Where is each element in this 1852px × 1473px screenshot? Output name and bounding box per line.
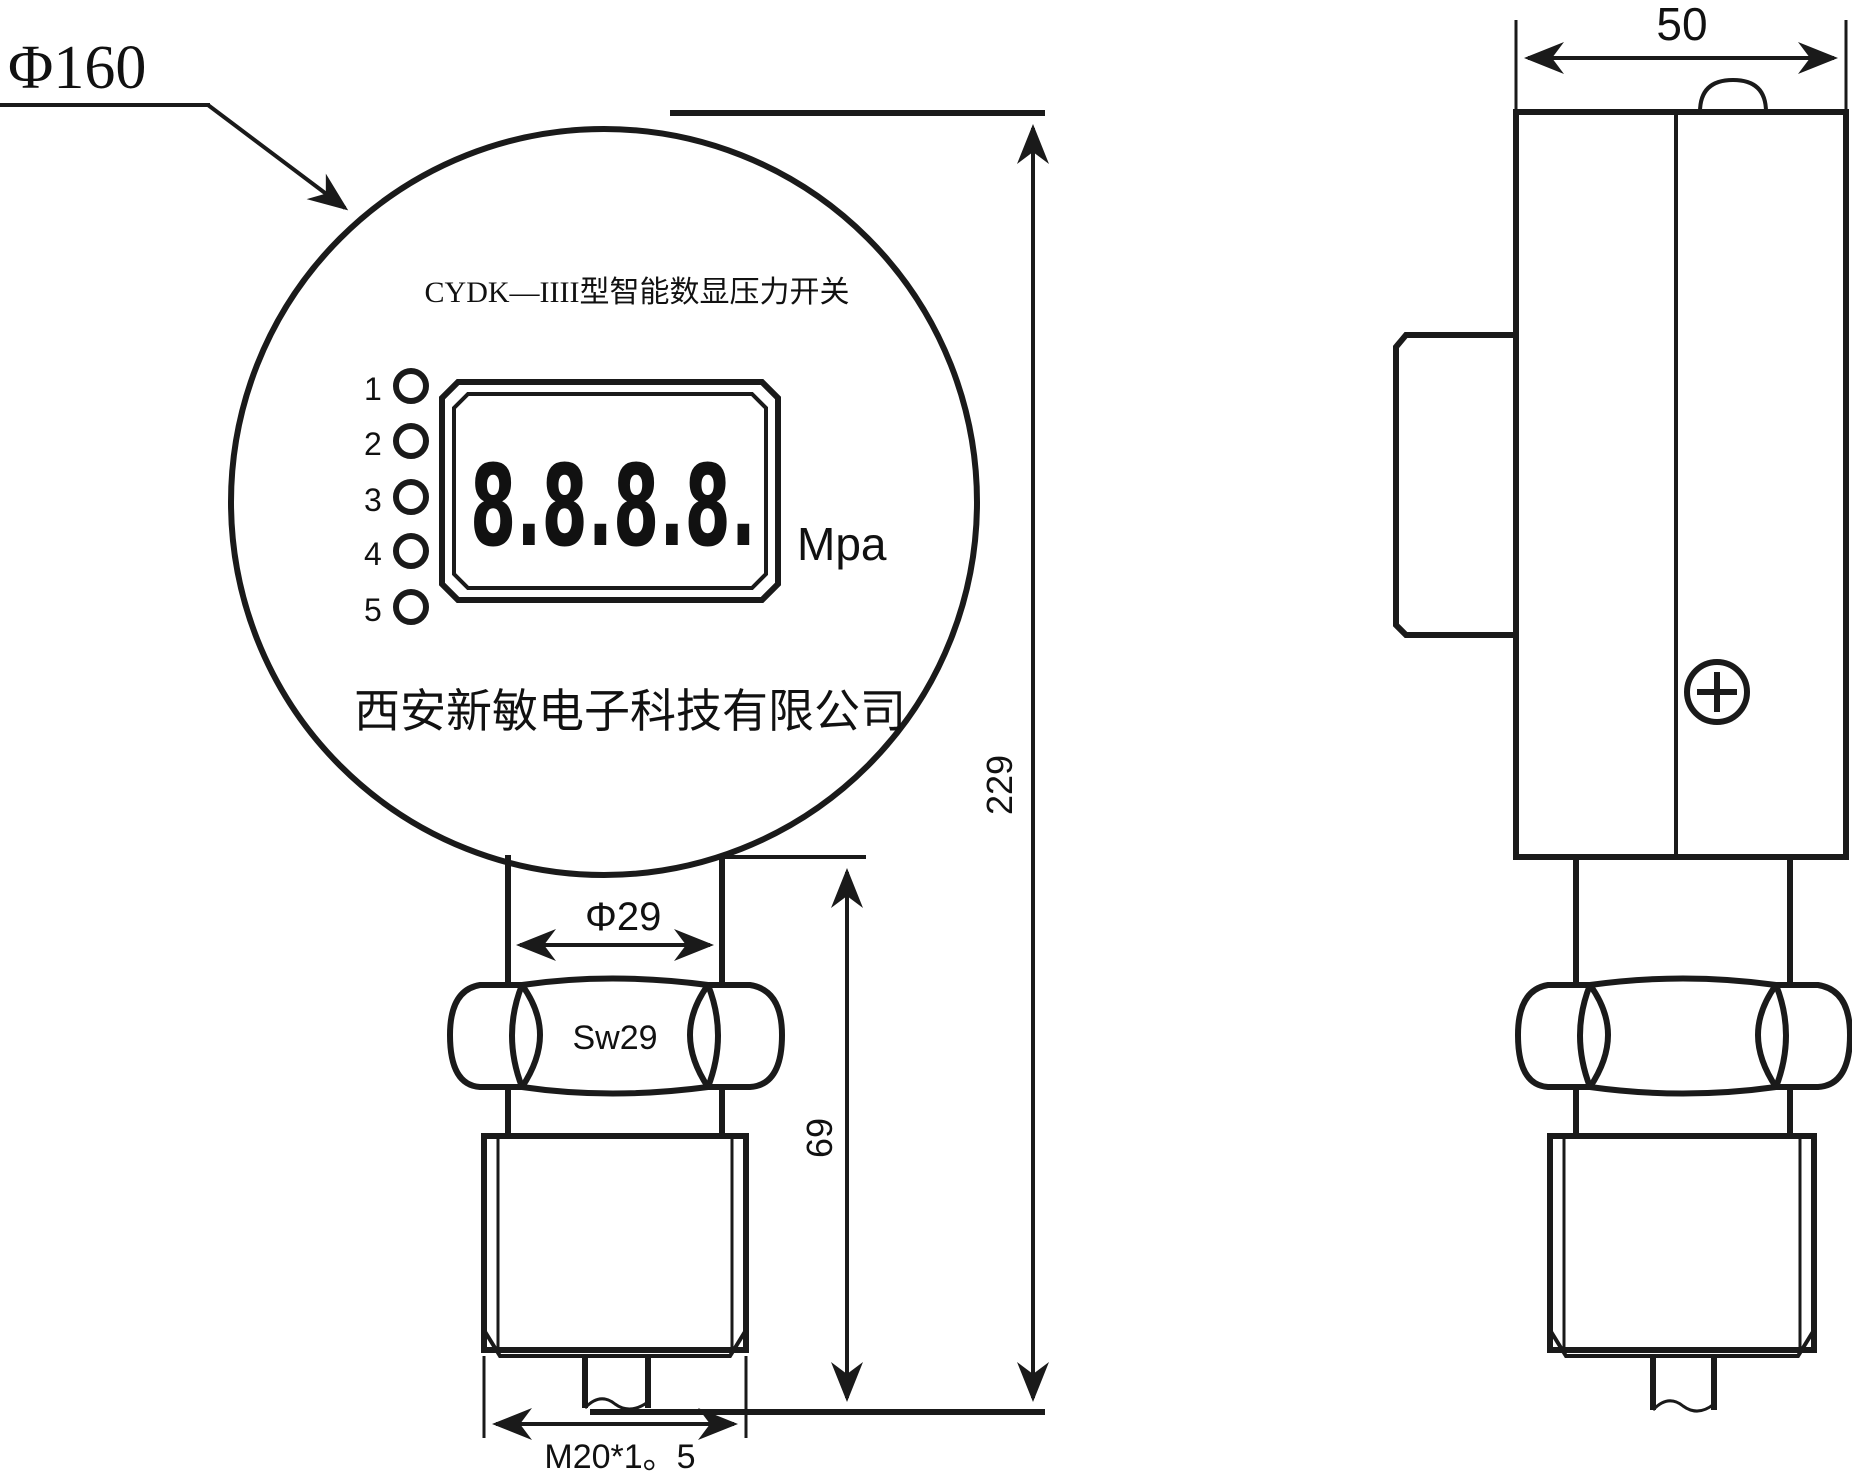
indicator-4-label: 4 xyxy=(364,536,382,572)
lcd-display: 8.8.8.8. xyxy=(439,379,781,603)
indicator-5-led xyxy=(393,589,429,625)
side-hex-nut xyxy=(1514,975,1852,1097)
front-view: Φ160 CYDK—IIII型智能数显压力开关 1 2 3 4 5 8.8.8.… xyxy=(0,34,1049,1473)
side-nut-right xyxy=(1754,982,1852,1090)
nut-label: Sw29 xyxy=(572,1019,657,1057)
hex-nut: Sw29 xyxy=(446,975,786,1097)
width-dim-label: 50 xyxy=(1656,0,1707,50)
screw-icon xyxy=(1684,659,1750,725)
company-name: 西安新敏电子科技有限公司 xyxy=(354,686,906,737)
gauge-title: CYDK—IIII型智能数显压力开关 xyxy=(425,276,850,309)
side-view: 50 xyxy=(1393,0,1852,1413)
indicator-1-led xyxy=(393,368,429,404)
indicator-2-label: 2 xyxy=(364,426,382,462)
indicator-group: 1 2 3 4 5 xyxy=(364,368,429,628)
side-thread-chamfer xyxy=(1548,1328,1816,1358)
top-cap xyxy=(1698,77,1768,113)
nut-left-flat xyxy=(446,982,544,1090)
side-nut-left xyxy=(1514,982,1612,1090)
lcd-digits: 8.8.8.8. xyxy=(470,442,756,572)
thread-chamfer xyxy=(482,1328,748,1358)
side-body xyxy=(1513,109,1849,860)
gauge-body xyxy=(228,126,980,878)
indicator-4-led xyxy=(393,533,429,569)
side-tip-break xyxy=(1651,1399,1715,1413)
side-thread xyxy=(1547,1133,1817,1353)
indicator-3-led xyxy=(393,479,429,515)
leader-arrow xyxy=(206,103,349,211)
stem-diameter-label: Φ29 xyxy=(585,895,661,939)
indicator-1-label: 1 xyxy=(364,371,382,407)
nut-right-flat xyxy=(686,982,786,1090)
unit-label: Mpa xyxy=(797,518,887,570)
side-boss xyxy=(1393,332,1516,638)
indicator-5-label: 5 xyxy=(364,592,382,628)
diameter-label: Φ160 xyxy=(8,34,146,102)
thread-body xyxy=(481,1133,749,1353)
connector-dim-label: 69 xyxy=(799,1118,840,1158)
lcd-outer-frame xyxy=(439,379,781,603)
thread-label: M20*1。5 xyxy=(544,1438,695,1473)
height-dim-label: 229 xyxy=(979,755,1020,815)
indicator-3-label: 3 xyxy=(364,482,382,518)
tip-break xyxy=(583,1397,649,1411)
lcd-inner-frame xyxy=(452,392,768,590)
indicator-2-led xyxy=(393,423,429,459)
